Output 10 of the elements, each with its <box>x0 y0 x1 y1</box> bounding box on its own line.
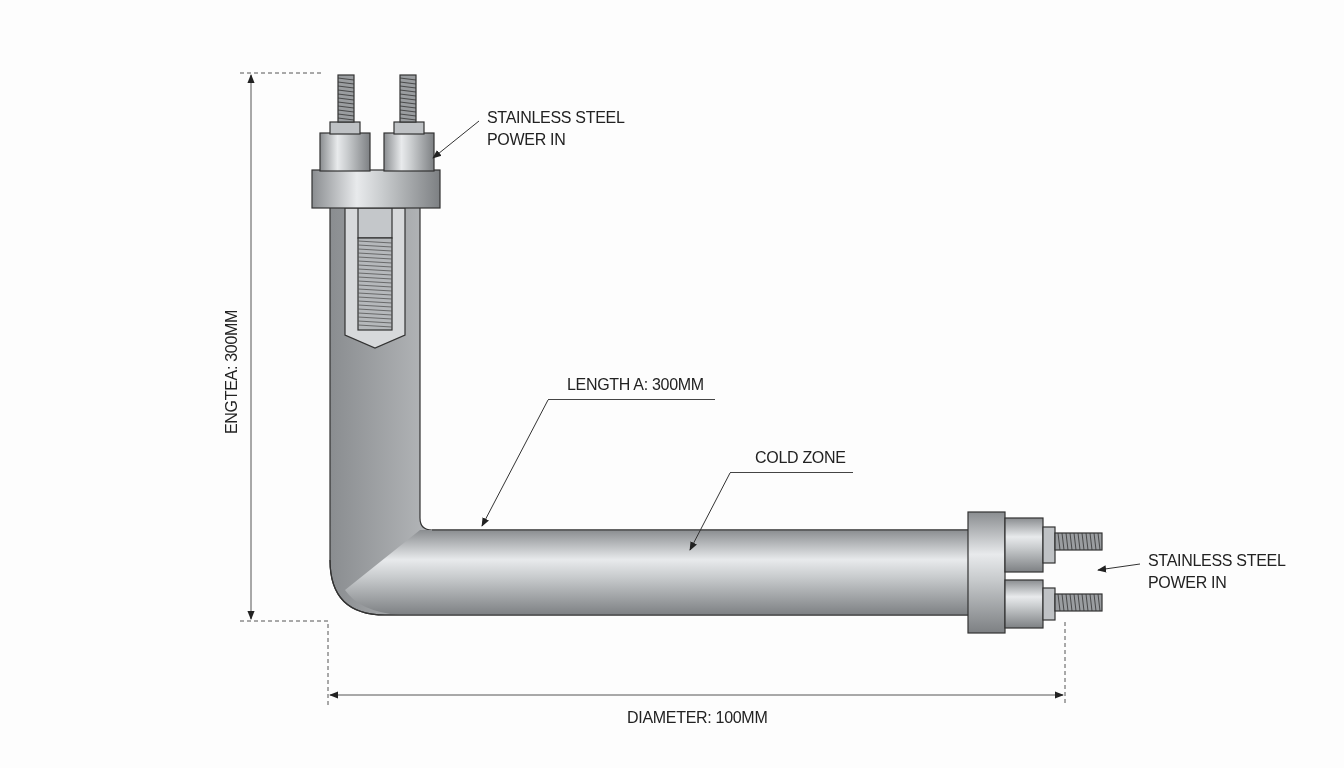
dimension-label: DIAMETER: 100MM <box>627 709 768 727</box>
dimension-label: ENGTEA: 300MM <box>223 309 242 435</box>
callout-label: STAINLESS STEEL POWER IN <box>1148 550 1308 594</box>
leader-line <box>1097 563 1141 573</box>
leader-line <box>689 472 731 551</box>
leader-line <box>481 399 549 527</box>
leader-line <box>432 120 480 159</box>
callout-label: STAINLESS STEEL POWER IN <box>487 107 647 151</box>
callout-label: COLD ZONE <box>730 447 853 473</box>
callout-label: LENGTH A: 300MM <box>548 374 715 400</box>
